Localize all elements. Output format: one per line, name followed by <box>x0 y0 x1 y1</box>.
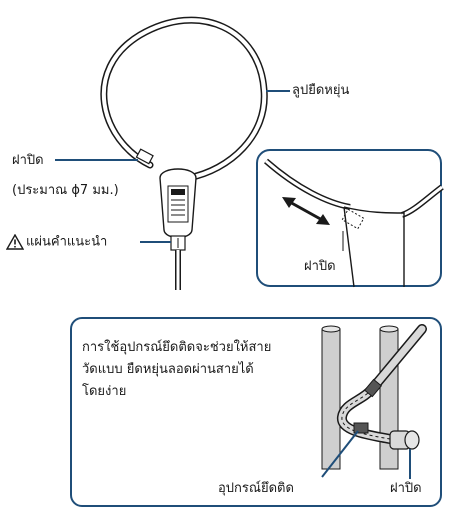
note-line-1: การใช้อุปกรณ์ยึดติดจะช่วยให้สาย <box>82 340 272 355</box>
attachment-illustration <box>321 324 427 479</box>
attachment-note-text: การใช้อุปกรณ์ยึดติดจะช่วยให้สาย วัดแบบ ย… <box>82 337 271 403</box>
cap-end <box>135 148 154 165</box>
cap-detail-panel: ฝาปิด <box>256 149 444 288</box>
guide-plate-text: แผ่นคำแนะนำ <box>26 234 108 250</box>
attachment-piece-1 <box>363 378 383 398</box>
cable-cap-end <box>389 430 420 450</box>
cap-detail-illustration <box>264 158 444 288</box>
warning-triangle-icon <box>6 234 24 250</box>
attachment-piece-2 <box>353 422 369 434</box>
inset-loop-left <box>264 158 351 210</box>
note-line-3: โดยง่าย <box>82 384 127 399</box>
inset-head-body <box>343 206 405 288</box>
pole-left <box>321 325 341 470</box>
attachment-label: อุปกรณ์ยึดติด <box>218 481 294 496</box>
bottom-cap-label: ฝาปิด <box>390 481 422 496</box>
cap-label: ฝาปิด <box>12 153 44 168</box>
cap-size-label: (ประมาณ ϕ7 มม.) <box>12 183 119 198</box>
attachment-note-panel: การใช้อุปกรณ์ยึดติดจะช่วยให้สาย วัดแบบ ย… <box>70 317 442 507</box>
inset-cap-label: ฝาปิด <box>304 259 336 274</box>
note-line-2: วัดแบบ ยืดหยุ่นลอดผ่านสายได้ <box>82 362 254 377</box>
guide-plate-label: แผ่นคำแนะนำ <box>6 234 107 250</box>
loop-label: ลูปยืดหยุ่น <box>292 83 350 98</box>
double-arrow-icon <box>282 197 330 225</box>
